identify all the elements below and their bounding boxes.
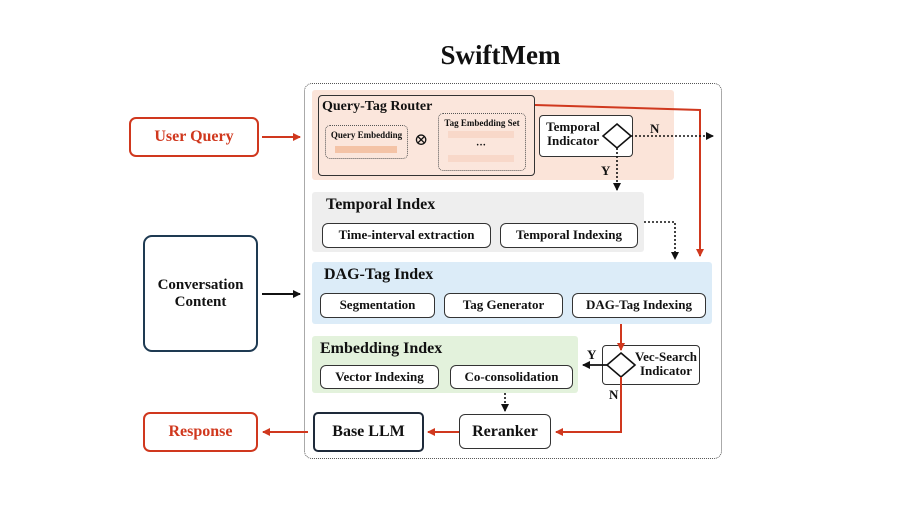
vec-search-indicator-label: Vec-Search Indicator — [634, 349, 698, 379]
router-title: Query-Tag Router — [322, 99, 433, 114]
dag-tag-index-title: DAG-Tag Index — [324, 266, 434, 283]
outer-product-operator: ⊗ — [414, 130, 429, 149]
tag-embedding-ellipsis: ··· — [475, 140, 486, 151]
tag-embedding-bar — [448, 155, 514, 162]
vec-search-no-label: N — [609, 387, 619, 402]
tag-embedding-set-label: Tag Embedding Set — [444, 118, 520, 128]
vec-search-yes-label: Y — [587, 347, 597, 362]
tag-embedding-bar — [448, 131, 514, 138]
conversation-content-input: Conversation Content — [143, 235, 258, 352]
embedding-index-title: Embedding Index — [320, 340, 443, 357]
query-embedding-label: Query Embedding — [330, 130, 403, 140]
temporal-no-label: N — [650, 121, 660, 136]
temporal-indicator-label: Temporal Indicator — [546, 119, 600, 149]
diagram-title: SwiftMem — [440, 40, 561, 70]
swiftmem-frame — [304, 83, 722, 459]
user-query-input: User Query — [129, 117, 259, 157]
tag-embedding-set-box — [438, 113, 526, 171]
query-embedding-box — [325, 125, 408, 159]
time-interval-extraction-box: Time-interval extraction — [322, 223, 491, 248]
dag-tag-indexing-box: DAG-Tag Indexing — [572, 293, 706, 318]
temporal-yes-label: Y — [601, 163, 611, 178]
vector-indexing-box: Vector Indexing — [320, 365, 439, 389]
reranker-box: Reranker — [459, 414, 551, 449]
temporal-index-title: Temporal Index — [326, 196, 436, 213]
temporal-indexing-box: Temporal Indexing — [500, 223, 638, 248]
base-llm-box: Base LLM — [313, 412, 424, 452]
co-consolidation-box: Co-consolidation — [450, 365, 573, 389]
segmentation-box: Segmentation — [320, 293, 435, 318]
tag-generator-box: Tag Generator — [444, 293, 563, 318]
query-embedding-bar — [335, 146, 397, 153]
response-output: Response — [143, 412, 258, 452]
